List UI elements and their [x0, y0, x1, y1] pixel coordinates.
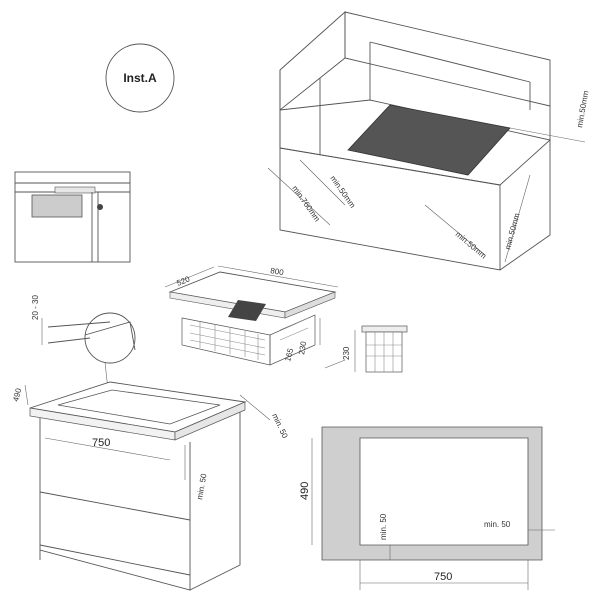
- corner-cabinet-view: min.50mm min.50mm min.760mm min.50mm min…: [267, 10, 591, 271]
- plan-min50-side: min. 50: [484, 520, 511, 529]
- cab-min50-side: min. 50: [270, 412, 289, 440]
- cabinet-right: [499, 140, 551, 271]
- cab-depth: 490: [11, 387, 23, 403]
- dim-cab-depth-line: [24, 384, 29, 406]
- detail-frame: [14, 171, 131, 263]
- side-dim-height: 230: [342, 346, 351, 360]
- worktop-top-line: [47, 321, 111, 328]
- wall-back-top: [344, 11, 551, 107]
- side-arrow: [324, 359, 346, 369]
- zoom-profile: [84, 321, 136, 351]
- hob-3d-view: 800 520 230 165: [164, 265, 339, 366]
- drawer-line-2: [39, 544, 191, 576]
- inst-badge: Inst.A: [105, 43, 175, 113]
- plan-depth: 490: [299, 482, 311, 500]
- cutout-frame: [321, 426, 543, 561]
- side-top: [361, 325, 408, 333]
- dim-line-front: [299, 159, 346, 206]
- cabinet-front-edge: [279, 147, 501, 186]
- plan-width: 750: [434, 571, 452, 583]
- dim-min50-top: min.50mm: [575, 90, 590, 129]
- badge-circle: [105, 43, 175, 113]
- worktop-surface: [29, 381, 247, 433]
- dim-height-a: 230: [297, 340, 308, 355]
- hob-glass-top: [347, 104, 511, 176]
- dim-width: 800: [270, 266, 285, 277]
- worktop-detail: 20 - 30: [31, 295, 136, 391]
- drawer-line-1: [39, 491, 191, 521]
- hob-side-lip: [284, 291, 336, 319]
- dim-line-760: [267, 167, 331, 226]
- dim-line-right: [424, 204, 486, 256]
- clamp-detail: [14, 171, 131, 263]
- dim-cab-width-line: [44, 437, 171, 461]
- side-view: 230: [324, 325, 408, 373]
- screw-icon: [97, 204, 103, 210]
- dim-min50-right: min.50mm: [503, 212, 521, 251]
- dim-cab-side-line: [239, 394, 271, 421]
- dim-line-side: [504, 174, 531, 263]
- wall-side-top: [279, 10, 346, 111]
- dim-min50-bottom: min.50mm: [454, 230, 489, 261]
- cabinet-view: 490 750 min. 50 min. 50: [11, 381, 290, 591]
- cabinet-side: [189, 412, 241, 591]
- worktop-side-edge: [174, 401, 246, 441]
- hob-vent-icon: [228, 300, 266, 321]
- cutout-plan: 490 750 min. 50 min. 50: [299, 426, 555, 590]
- detail-hob-rim: [54, 186, 96, 194]
- plan-min50-front: min. 50: [379, 513, 388, 540]
- worktop-bottom-line: [47, 337, 91, 344]
- badge-label: Inst.A: [123, 71, 157, 85]
- dim-min50-left: min.50mm: [328, 174, 357, 210]
- detail-hob-body: [31, 194, 83, 218]
- cutout-opening: [57, 389, 221, 425]
- cab-min50-front: min. 50: [195, 472, 209, 500]
- side-internals: [366, 332, 402, 372]
- worktop-thickness: 20 - 30: [31, 295, 40, 320]
- hob-internals: [189, 317, 309, 360]
- dim-height-b: 165: [283, 347, 295, 363]
- cab-width: 750: [92, 437, 110, 449]
- dim-line-back: [509, 127, 586, 143]
- dim-depth-line: [164, 266, 215, 288]
- zoom-circle: [84, 312, 136, 364]
- cabinet-front: [39, 418, 191, 591]
- hob-body-box: [181, 314, 316, 366]
- dim-width-line: [217, 265, 339, 288]
- cabinet-left: [279, 70, 501, 271]
- dim-min760: min.760mm: [290, 184, 322, 224]
- wall-inner-edge-2: [369, 41, 531, 83]
